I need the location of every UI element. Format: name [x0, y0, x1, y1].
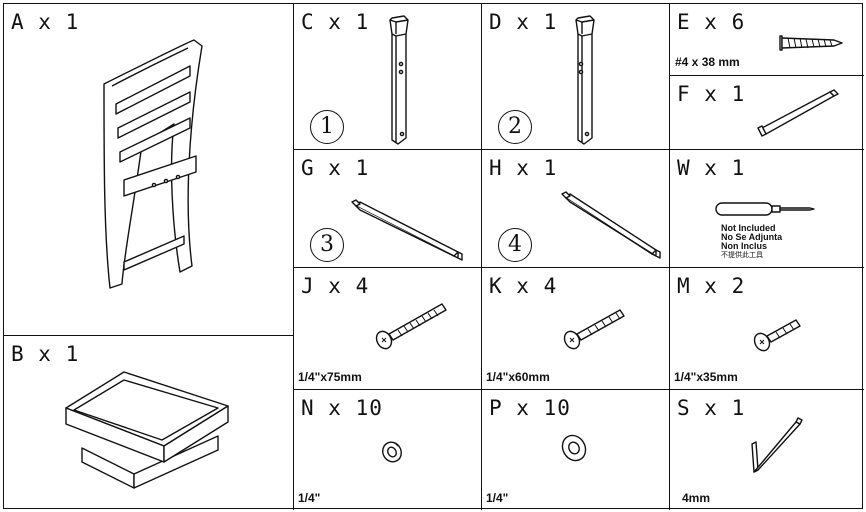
part-cell-p: P x 10 1/4": [482, 390, 670, 510]
part-cell-g: G x 1 3: [294, 150, 482, 268]
part-label: S x 1: [677, 396, 746, 420]
part-cell-m: M x 2 1/4"x35mm: [670, 268, 864, 390]
note-line: Not Included: [721, 223, 776, 233]
part-label: E x 6: [677, 10, 746, 34]
part-label: M x 2: [677, 274, 746, 298]
front-leg-icon: [575, 15, 595, 145]
lock-washer-icon: [382, 441, 402, 463]
part-label: K x 4: [489, 274, 558, 298]
wood-screw-icon: [779, 35, 843, 51]
step-number-badge: 1: [310, 110, 344, 144]
seat-cushion-icon: [65, 371, 229, 489]
part-size: 1/4": [486, 491, 509, 505]
note-line: No Se Adjunta: [721, 232, 783, 242]
step-number-badge: 2: [498, 110, 532, 144]
flat-washer-icon: [561, 434, 587, 462]
tool-not-included-note: Not Included No Se Adjunta Non Inclus 不提…: [721, 224, 782, 260]
part-label: B x 1: [11, 342, 80, 366]
front-leg-icon: [389, 15, 409, 145]
part-size: 1/4"x75mm: [298, 370, 362, 384]
part-cell-j: J x 4 1/4"x75mm: [294, 268, 482, 390]
part-cell-h: H x 1 4: [482, 150, 670, 268]
side-rail-icon: [351, 199, 463, 261]
parts-list-sheet: A x 1 B x 1 C x 1 1: [3, 3, 864, 510]
bolt-icon: [753, 319, 801, 352]
part-size: 1/4"x60mm: [486, 370, 550, 384]
part-cell-n: N x 10 1/4": [294, 390, 482, 510]
chair-back-icon: [103, 39, 203, 289]
part-label: D x 1: [489, 10, 558, 34]
part-label: F x 1: [677, 82, 746, 106]
part-size: #4 x 38 mm: [675, 55, 740, 69]
part-size: 1/4"x35mm: [674, 370, 738, 384]
part-cell-w: W x 1 Not Included No Se Adjunta Non Inc…: [670, 150, 864, 268]
part-cell-e: E x 6 #4 x 38 mm: [670, 4, 864, 76]
part-cell-d: D x 1 2: [482, 4, 670, 150]
part-label: C x 1: [301, 10, 370, 34]
note-line: 不提供此工具: [721, 252, 763, 259]
part-size: 4mm: [682, 491, 711, 505]
part-label: P x 10: [489, 396, 571, 420]
bolt-icon: [563, 309, 625, 350]
part-cell-s: S x 1 4mm: [670, 390, 864, 510]
screwdriver-icon: [715, 202, 815, 216]
stretcher-rail-icon: [757, 89, 839, 137]
part-label: H x 1: [489, 156, 558, 180]
part-label: A x 1: [11, 10, 80, 34]
part-label: J x 4: [301, 274, 370, 298]
note-line: Non Inclus: [721, 241, 768, 251]
step-number-badge: 4: [498, 228, 532, 262]
part-label: G x 1: [301, 156, 370, 180]
allen-key-icon: [751, 417, 803, 473]
bolt-icon: [375, 303, 447, 350]
part-cell-f: F x 1: [670, 76, 864, 150]
part-label: W x 1: [677, 156, 746, 180]
part-cell-a: A x 1: [4, 4, 294, 336]
part-cell-b: B x 1: [4, 336, 294, 510]
step-number-badge: 3: [310, 228, 344, 262]
side-rail-icon: [561, 191, 661, 259]
part-label: N x 10: [301, 396, 383, 420]
part-cell-k: K x 4 1/4"x60mm: [482, 268, 670, 390]
part-cell-c: C x 1 1: [294, 4, 482, 150]
part-size: 1/4": [298, 491, 321, 505]
